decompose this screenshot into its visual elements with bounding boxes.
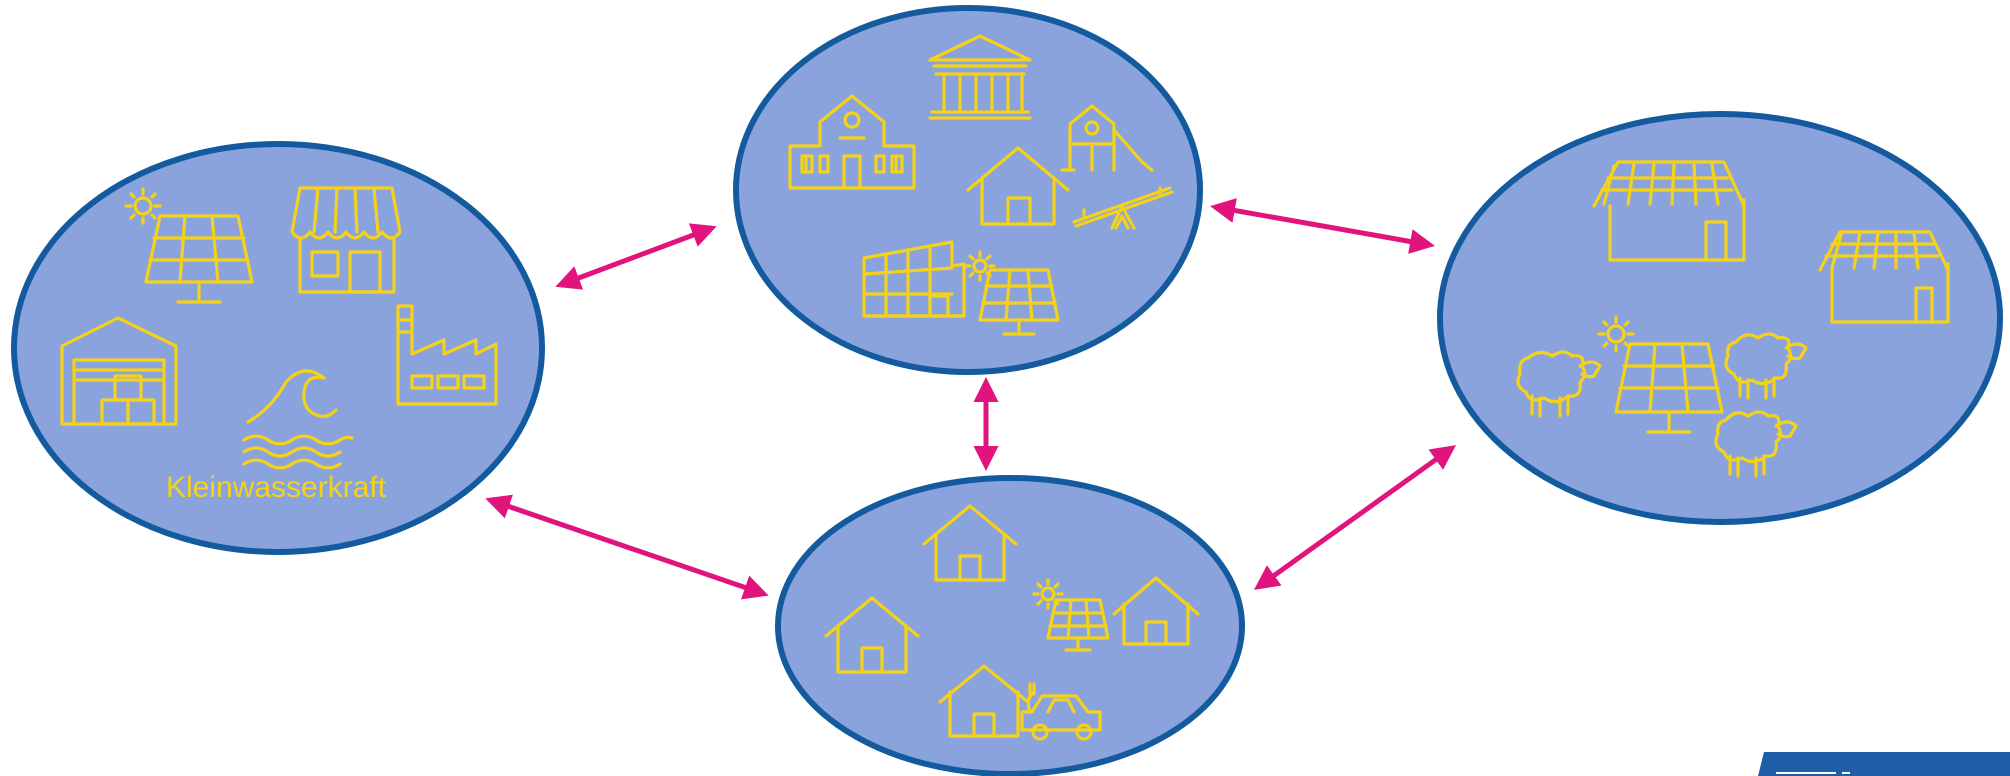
node-left: Kleinwasserkraft — [11, 141, 545, 555]
sheep-icon — [1516, 350, 1602, 418]
house-icon — [938, 664, 1030, 738]
factory-icon — [396, 304, 498, 406]
house-icon — [966, 146, 1070, 226]
sun-icon — [124, 187, 162, 225]
solar-panel-icon — [1614, 342, 1724, 434]
arrow-top-right — [1210, 198, 1435, 254]
arrow-left-bottom — [485, 494, 769, 600]
arrow-left-top — [555, 223, 717, 290]
corner-logo — [1758, 752, 2010, 776]
seesaw-icon — [1072, 186, 1174, 230]
solar-panel-icon — [144, 214, 254, 304]
car-icon — [1020, 682, 1102, 741]
node-top — [733, 5, 1203, 375]
playground-icon — [1060, 104, 1154, 172]
sheep-icon — [1714, 410, 1798, 478]
node-bottom — [775, 475, 1245, 776]
arrow-bottom-right — [1253, 445, 1457, 590]
sun-icon — [1597, 315, 1635, 353]
school-icon — [788, 94, 916, 190]
node-label-kleinwasserkraft: Kleinwasserkraft — [166, 471, 387, 504]
house-icon — [922, 504, 1018, 582]
house-icon — [824, 596, 920, 674]
house-icon — [1112, 576, 1200, 646]
building-icon — [862, 240, 966, 318]
garage-icon — [60, 316, 178, 426]
node-right — [1437, 111, 2003, 525]
temple-icon — [928, 34, 1032, 120]
sheep-icon — [1724, 332, 1808, 400]
connections — [485, 198, 1457, 600]
wave-icon — [242, 369, 354, 470]
barn-icon — [1818, 230, 1950, 324]
solar-panel-icon — [978, 268, 1060, 336]
shop-icon — [290, 186, 402, 294]
barn-icon — [1592, 160, 1746, 262]
solar-panel-icon — [1046, 598, 1110, 652]
